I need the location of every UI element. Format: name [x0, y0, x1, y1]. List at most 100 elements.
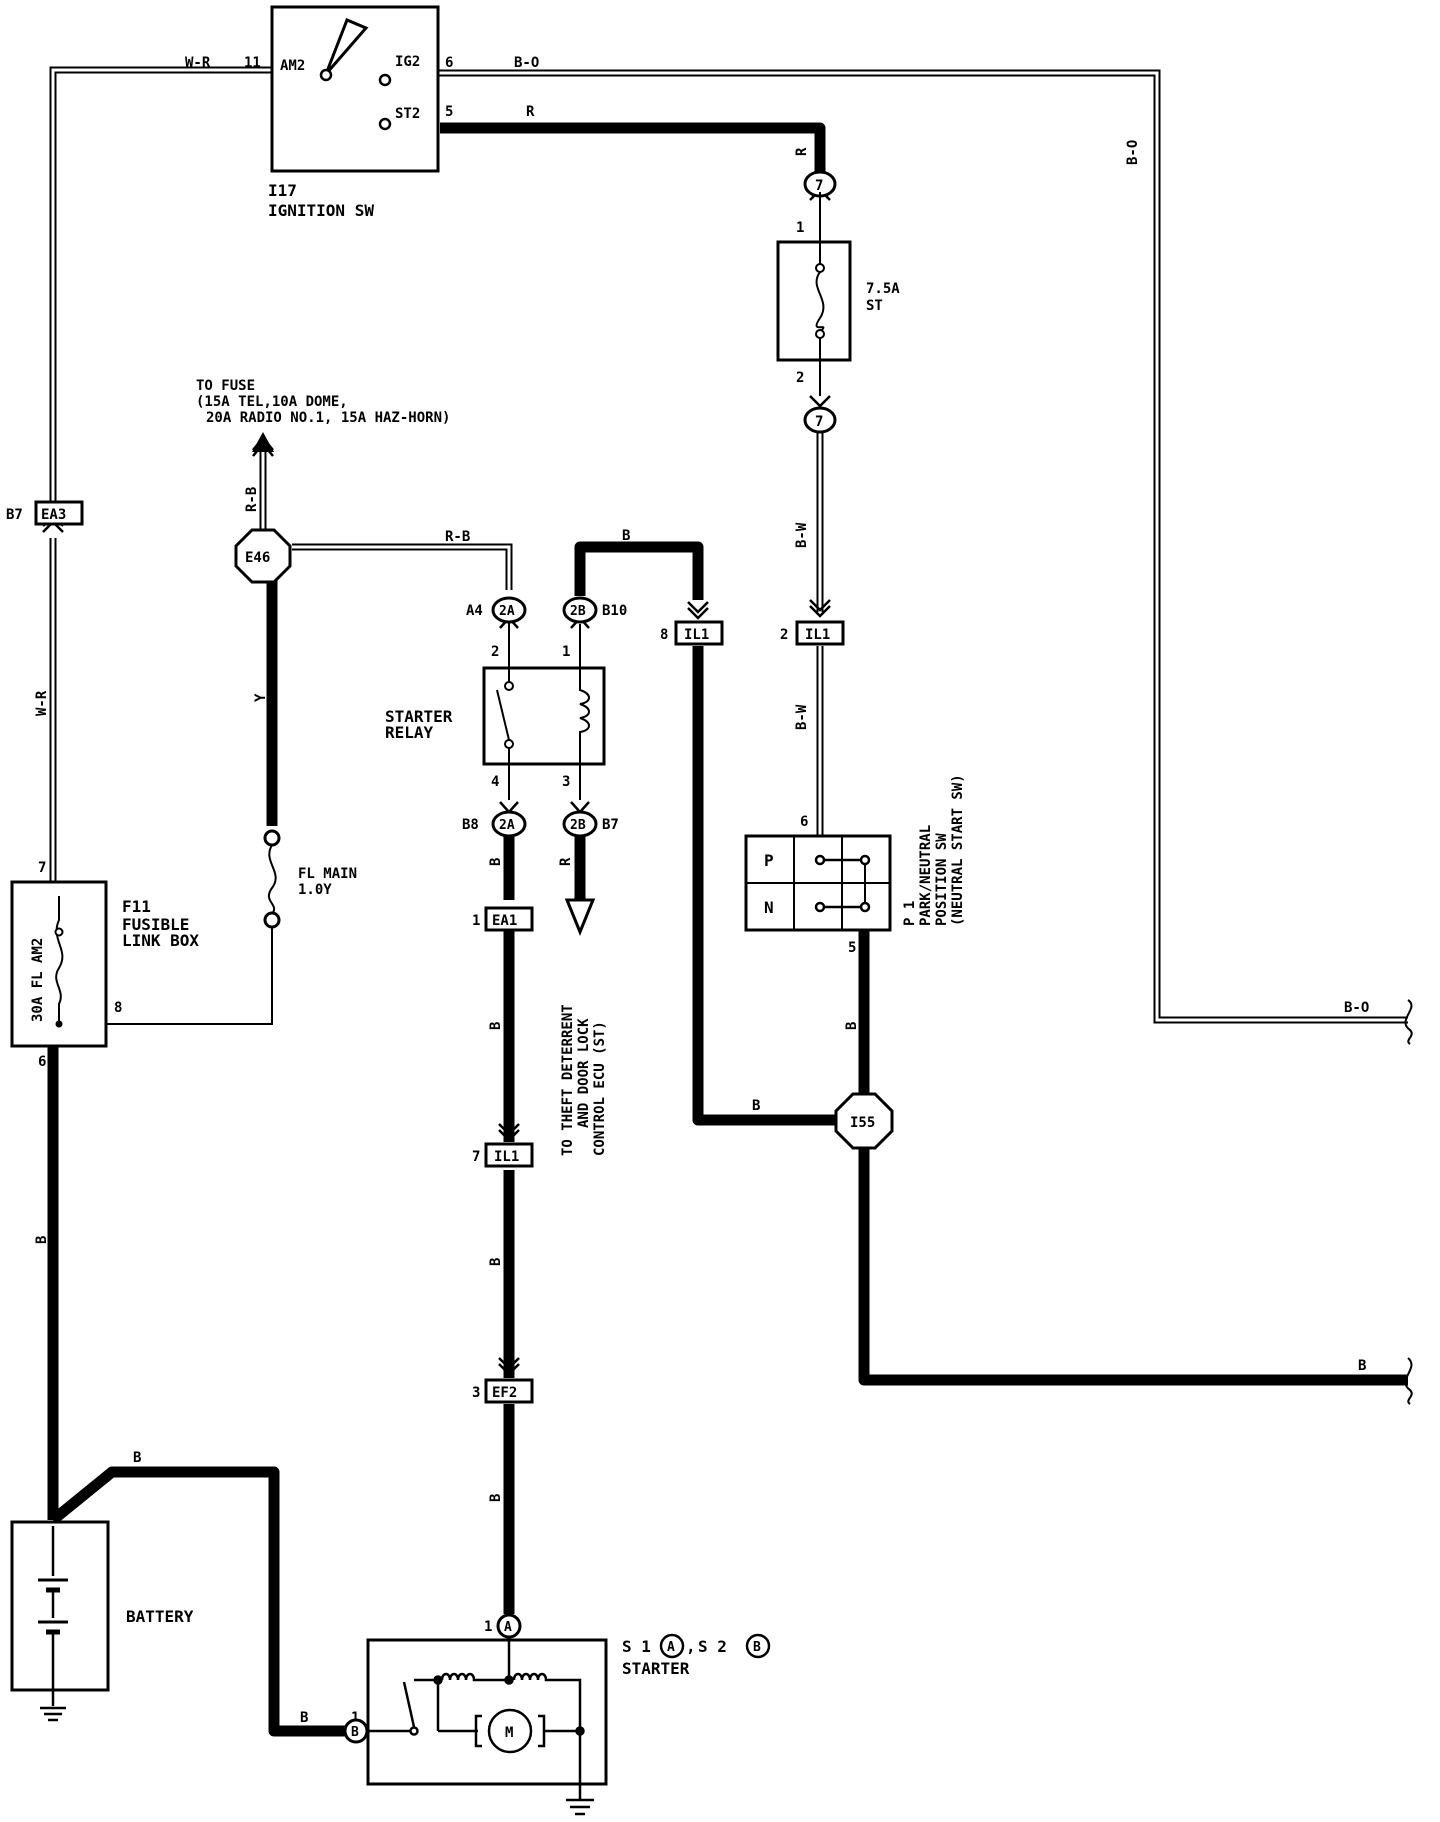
- svg-text:1: 1: [562, 644, 570, 660]
- battery-name: BATTERY: [126, 1607, 194, 1626]
- connector-il1-left: [674, 620, 724, 646]
- arrow-to-ecu: [564, 898, 596, 936]
- starter-id-b: S 2: [698, 1637, 727, 1656]
- svg-text:B7: B7: [6, 507, 23, 523]
- fl-main-name: FL MAIN: [298, 866, 357, 882]
- svg-text:2A: 2A: [499, 818, 515, 833]
- svg-text:B10: B10: [602, 603, 627, 619]
- pnp-row-n: N: [764, 898, 774, 917]
- svg-text:B: B: [753, 1640, 761, 1655]
- ignition-switch-blade: [324, 18, 369, 75]
- svg-text:3: 3: [562, 774, 570, 790]
- svg-text:1: 1: [484, 1619, 492, 1635]
- svg-text:A4: A4: [466, 603, 483, 619]
- fusible-link-inner-label: 30A FL AM2: [30, 938, 46, 1022]
- connector-7-bottom: [803, 406, 837, 434]
- to-fuse-line3: 20A RADIO NO.1, 15A HAZ-HORN): [206, 410, 450, 426]
- svg-text:1: 1: [351, 1710, 359, 1726]
- ign-pin-ig2: 6: [445, 55, 453, 71]
- pnp-line3: (NEUTRAL START SW): [950, 774, 966, 926]
- svg-text:6: 6: [38, 1054, 46, 1070]
- wire-b-relay-top: [574, 541, 704, 600]
- svg-text:EF2: EF2: [492, 1385, 517, 1401]
- label-b-battery-top: B: [133, 1450, 141, 1466]
- wire-b-ground-right: [858, 1144, 1408, 1386]
- svg-text:7: 7: [38, 860, 46, 876]
- to-fuse-line1: TO FUSE: [196, 378, 255, 394]
- wire-fl-main-link: [53, 923, 273, 1025]
- connector-ea3: [34, 500, 84, 526]
- wire-r-st2: [440, 122, 826, 172]
- svg-text:E46: E46: [245, 550, 270, 566]
- pnp-line2: POSITION SW: [934, 833, 950, 926]
- fuse-st-box: [776, 240, 852, 362]
- ign-am2-label: AM2: [280, 58, 305, 74]
- fusible-link-name2: LINK BOX: [122, 931, 199, 950]
- svg-text:2: 2: [780, 627, 788, 643]
- label-b-starter: B: [300, 1710, 308, 1726]
- fuse-st-name: ST: [866, 298, 883, 314]
- svg-text:5: 5: [848, 940, 856, 956]
- svg-text:EA3: EA3: [41, 507, 66, 523]
- fuse-st-element: [815, 271, 825, 333]
- label-r-top: R: [526, 104, 535, 120]
- svg-text:1: 1: [472, 913, 480, 929]
- junction-e46: [234, 528, 292, 584]
- label-b-w-1: B-W: [794, 522, 810, 548]
- label-r-vert: R: [794, 147, 810, 156]
- svg-text:2B: 2B: [570, 818, 586, 833]
- battery-cells: [38, 1526, 68, 1722]
- wire-w-r-top: [49, 66, 272, 512]
- starter-relay-name1: STARTER: [385, 707, 453, 726]
- starter-name: STARTER: [622, 1659, 690, 1678]
- theft-line3: CONTROL ECU (ST): [592, 1021, 608, 1156]
- svg-text:3: 3: [472, 1385, 480, 1401]
- svg-text:7: 7: [472, 1149, 480, 1165]
- fusible-link-name1: FUSIBLE: [122, 915, 189, 934]
- label-b-battery: B: [34, 1236, 50, 1244]
- pnp-id: P 1: [902, 901, 918, 926]
- label-b-relay-out: B: [488, 858, 504, 866]
- fuse-st-rating: 7.5A: [866, 281, 900, 297]
- wire-b-battery-top: [49, 1466, 346, 1737]
- label-r-relay-out: R: [558, 857, 574, 866]
- ign-pin-am2: 11: [244, 55, 261, 71]
- pnp-contacts: [814, 854, 871, 913]
- starter-id-a: S 1: [622, 1637, 651, 1656]
- svg-text:B8: B8: [462, 817, 479, 833]
- connector-2a-bottom: [491, 810, 527, 838]
- svg-text:4: 4: [491, 774, 499, 790]
- label-b-o-side: B-O: [1125, 140, 1141, 165]
- label-b-ground-right: B: [1358, 1358, 1366, 1374]
- svg-text:IL1: IL1: [805, 627, 830, 643]
- svg-text:1: 1: [796, 220, 804, 236]
- label-w-r-top: W-R: [185, 55, 211, 71]
- svg-text:8: 8: [114, 1000, 122, 1016]
- svg-text:2A: 2A: [499, 604, 515, 619]
- fl-main-rating: 1.0Y: [298, 882, 332, 898]
- starter-internals: [367, 1637, 594, 1816]
- svg-text:I55: I55: [850, 1115, 875, 1131]
- label-r-b-horiz: R-B: [445, 529, 470, 545]
- break-mark-b-o: [1404, 999, 1413, 1045]
- ign-id: I17: [268, 181, 297, 200]
- connector-2b-bottom: [562, 810, 598, 838]
- svg-text:2: 2: [491, 644, 499, 660]
- label-b-relay-top: B: [622, 528, 630, 544]
- label-y: Y: [253, 693, 269, 702]
- arrow-to-fuse: [252, 432, 274, 452]
- starter-id-a-circle: [659, 1633, 685, 1659]
- ign-st2-label: ST2: [395, 106, 420, 122]
- ign-pin-st2: 5: [445, 104, 453, 120]
- starter-box: [366, 1638, 608, 1786]
- label-b-o-top: B-O: [514, 55, 539, 71]
- fusible-link-id: F11: [122, 897, 151, 916]
- connector-ef2: [484, 1378, 534, 1404]
- connector-ea1: [484, 906, 534, 932]
- svg-text:IL1: IL1: [494, 1149, 519, 1165]
- fl-main-element: [267, 844, 277, 915]
- wire-b-il1-to-i55: [692, 646, 846, 1126]
- label-b-ea1: B: [488, 1022, 504, 1030]
- svg-text:B: B: [351, 1725, 359, 1740]
